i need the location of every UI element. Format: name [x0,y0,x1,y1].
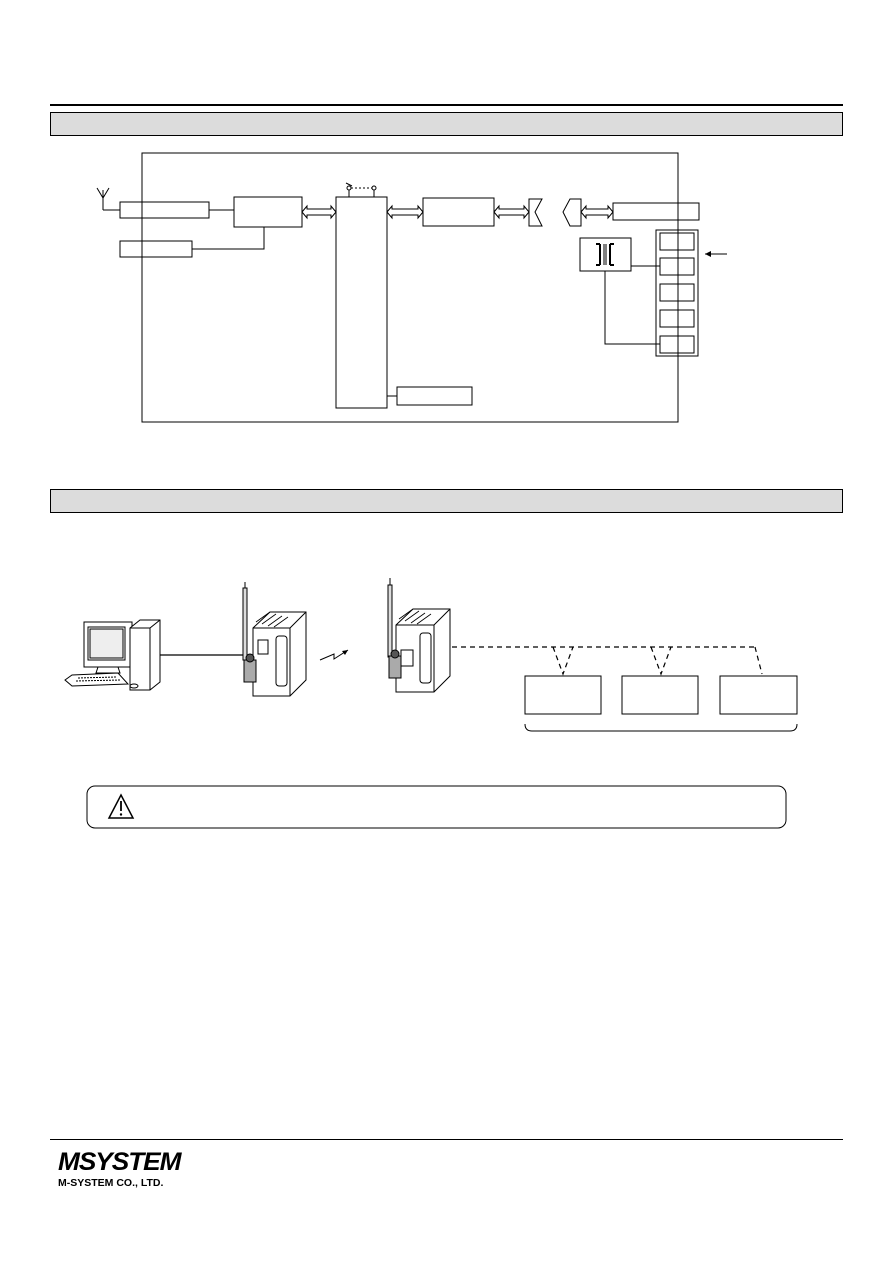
radio-link-arrowhead [342,650,348,655]
radio-link-icon [319,649,349,661]
section-header-system-configuration [50,489,843,513]
terminal-1 [659,232,695,251]
brand-logo-text: MSYSTEM [58,1148,182,1176]
cpu-block [335,196,388,409]
bus-arrow-2 [386,204,424,220]
isolation-right [562,198,582,227]
top-rule [50,104,843,106]
section-header-block-diagram [50,112,843,136]
company-name: M-SYSTEM CO., LTD. [58,1177,164,1189]
switch-icon [345,182,377,197]
terminal-block [655,229,699,357]
system-configuration [64,578,798,829]
enclosure-frame [141,152,679,423]
pc-icon [64,619,161,691]
isolation-left [528,198,543,227]
wireless-unit-icon [387,578,451,693]
device-box-3 [719,675,798,715]
block-diagram [96,152,727,423]
company-logo: MSYSTEM M-SYSTEM CO., LTD. [58,1150,182,1190]
device-box-2 [621,675,699,715]
terminal-3 [659,283,695,302]
bus-arrow-1 [301,204,337,220]
bus-arrow-3 [493,204,530,220]
wireless-unit-icon [242,582,307,697]
warning-icon [107,793,135,819]
terminal-4 [659,309,695,328]
footer-rule [50,1139,843,1140]
bus-arrow-4 [580,204,614,220]
antenna-icon [96,187,120,211]
device-box-1 [524,675,602,715]
device-group-bracket [524,723,798,732]
warning-box [86,785,787,829]
field-bus [452,646,763,676]
